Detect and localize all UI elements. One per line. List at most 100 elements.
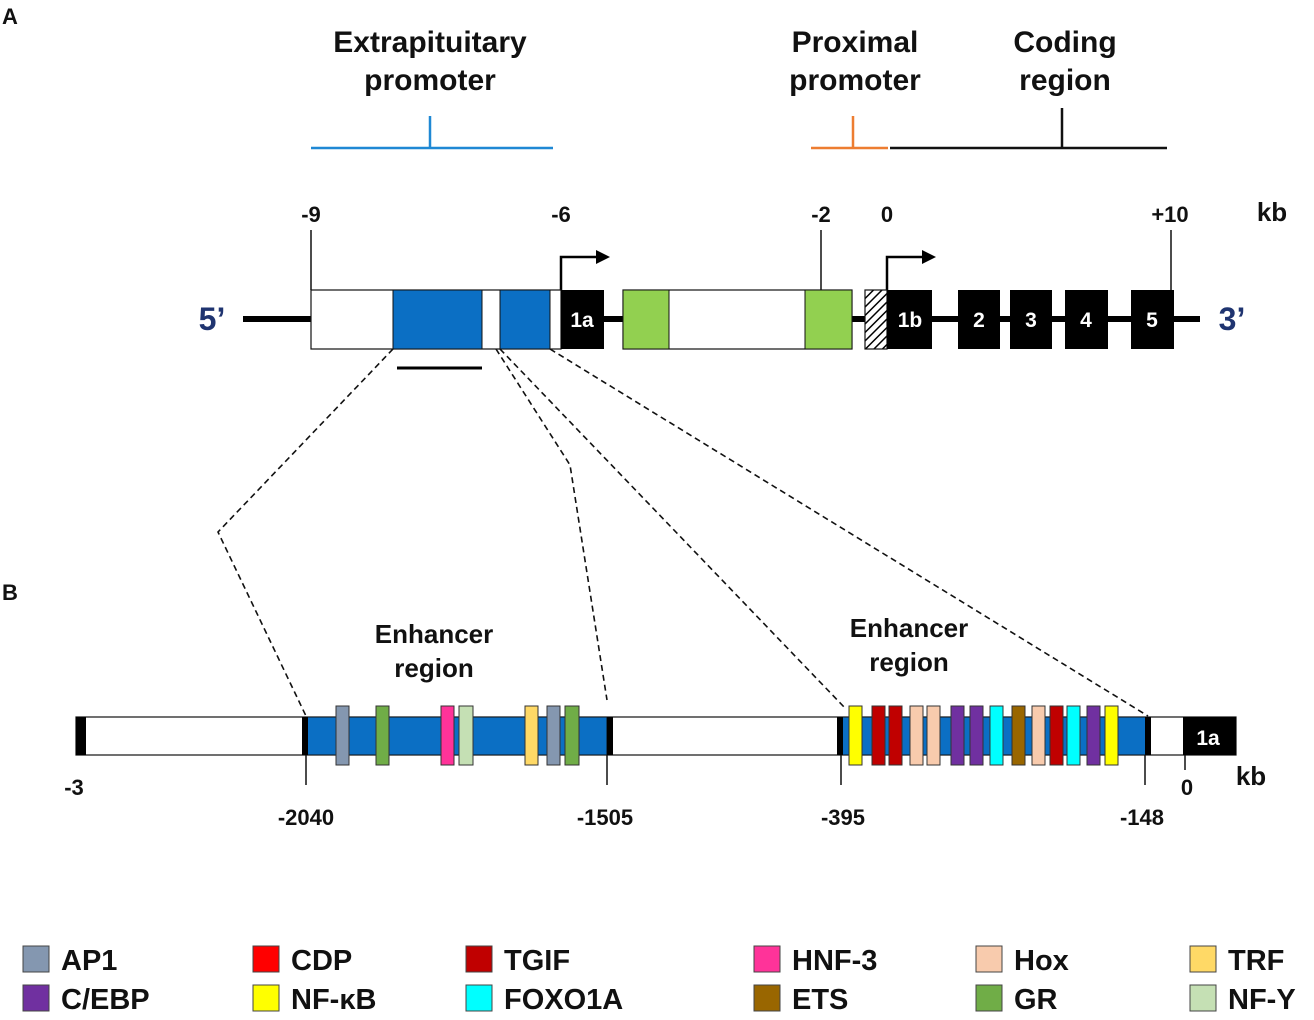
binding-sites-region-2 xyxy=(848,705,1119,766)
panel-b-exon-1a-label: 1a xyxy=(1196,727,1220,750)
proximal-label-line1: Proximal xyxy=(792,26,919,59)
site-gr xyxy=(375,705,390,766)
green-block-1 xyxy=(622,289,670,350)
site-ets xyxy=(1011,705,1026,766)
legend-label-trf: TRF xyxy=(1228,945,1284,977)
site-hnf3 xyxy=(440,705,455,766)
legend-swatch-cebp xyxy=(22,984,50,1012)
legend-label-nfy: NF-Y xyxy=(1228,984,1296,1016)
site-nfkb xyxy=(848,705,863,766)
exon-4-label: 4 xyxy=(1080,309,1092,332)
legend-swatch-tgif xyxy=(465,945,493,973)
coding-bracket xyxy=(890,108,1167,150)
exon-2 xyxy=(958,290,1000,349)
panel-b-letter: B xyxy=(2,580,18,605)
exon-3-label: 3 xyxy=(1025,309,1037,332)
b-tick-minus3: -3 xyxy=(64,775,84,800)
enhancer-region-1-right-edge xyxy=(607,717,613,755)
enhancer-block-1 xyxy=(392,289,483,350)
site-cebp xyxy=(1086,705,1101,766)
green-block-2 xyxy=(804,289,853,350)
panel-b-tick-lines xyxy=(305,755,1186,785)
enhancer-label-1-line1: Enhancer xyxy=(375,619,494,649)
coding-label-line2: region xyxy=(1019,64,1111,97)
exon-2-label: 2 xyxy=(973,309,985,332)
site-nfy xyxy=(458,705,474,766)
exon-1b xyxy=(887,290,932,349)
legend-swatch-hox xyxy=(975,945,1003,973)
site-hox xyxy=(1031,705,1046,766)
legend-label-cebp: C/EBP xyxy=(61,984,150,1016)
legend-label-hox: Hox xyxy=(1014,945,1069,977)
exon-4 xyxy=(1065,290,1108,349)
site-foxo1a xyxy=(1066,705,1081,766)
panel-b-left-cap xyxy=(76,717,86,755)
legend: AP1 CDP TGIF HNF-3 Hox TRF C/EBP NF-κB FOXO1A ETS… xyxy=(22,945,1296,1016)
site-gr xyxy=(564,705,580,766)
tick-label-minus6: -6 xyxy=(551,202,571,227)
five-prime-label: 5’ xyxy=(199,301,226,337)
tss-arrow-1b xyxy=(885,250,936,290)
legend-label-nfb: NF-κB xyxy=(291,984,376,1016)
exon-5 xyxy=(1131,290,1174,349)
legend-label-foxo1a: FOXO1A xyxy=(504,984,623,1016)
legend-swatch-nfb xyxy=(252,984,280,1012)
enhancer-label-2-line2: region xyxy=(869,647,948,677)
legend-swatch-cdp xyxy=(252,945,280,973)
legend-label-cdp: CDP xyxy=(291,945,352,977)
enhancer-label-2-line1: Enhancer xyxy=(850,613,969,643)
site-foxo1a xyxy=(989,705,1004,766)
legend-label-hnf3: HNF-3 xyxy=(792,945,877,977)
legend-label-gr: GR xyxy=(1014,984,1058,1016)
tick-label-minus2: -2 xyxy=(811,202,831,227)
legend-label-ap1: AP1 xyxy=(61,945,117,977)
binding-sites-region-1 xyxy=(335,705,580,766)
site-cebp xyxy=(950,705,965,766)
tick-label-plus10: +10 xyxy=(1151,202,1188,227)
legend-swatch-hnf3 xyxy=(753,945,781,973)
b-tick-minus395: -395 xyxy=(821,805,865,830)
tick-label-zero: 0 xyxy=(881,202,893,227)
b-tick-minus1505: -1505 xyxy=(577,805,633,830)
site-ap1 xyxy=(546,705,561,766)
site-tgif xyxy=(888,705,903,766)
b-tick-zero: 0 xyxy=(1181,775,1193,800)
legend-swatch-ets xyxy=(753,984,781,1012)
site-hox xyxy=(926,705,941,766)
site-cebp xyxy=(969,705,984,766)
legend-swatch-gr xyxy=(975,984,1003,1012)
enhancer-region-2-right-edge xyxy=(1145,717,1151,755)
panel-a-tick-lines xyxy=(310,230,1172,290)
legend-swatch-nfy xyxy=(1189,984,1217,1012)
exon-1a xyxy=(561,290,604,349)
legend-label-tgif: TGIF xyxy=(504,945,570,977)
exon-1b-label: 1b xyxy=(898,309,923,332)
b-tick-minus2040: -2040 xyxy=(278,805,334,830)
panel-b-kb-label: kb xyxy=(1236,761,1266,791)
extrapituitary-label-line1: Extrapituitary xyxy=(333,26,527,59)
exon-5-label: 5 xyxy=(1146,309,1158,332)
site-hox xyxy=(909,705,924,766)
legend-swatch-ap1 xyxy=(22,945,50,973)
site-ap1 xyxy=(335,705,350,766)
extrapituitary-label-line2: promoter xyxy=(364,64,496,97)
site-trf xyxy=(524,705,539,766)
site-tgif xyxy=(871,705,886,766)
enhancer-label-1-line2: region xyxy=(394,653,473,683)
proximal-bracket xyxy=(811,116,888,150)
panel-a-letter: A xyxy=(2,4,18,29)
extrapituitary-bracket xyxy=(311,116,553,150)
three-prime-label: 3’ xyxy=(1219,301,1246,337)
legend-swatch-foxo1a xyxy=(465,984,493,1012)
enhancer-region-1 xyxy=(305,716,608,756)
proximal-label-line2: promoter xyxy=(789,64,921,97)
enhancer-region-1-left-edge xyxy=(302,717,308,755)
legend-swatch-trf xyxy=(1189,945,1217,973)
site-nfkb xyxy=(1104,705,1119,766)
b-tick-minus148: -148 xyxy=(1120,805,1164,830)
panel-b-exon-1a xyxy=(1183,717,1236,755)
legend-label-ets: ETS xyxy=(792,984,848,1016)
site-tgif xyxy=(1049,705,1064,766)
coding-label-line1: Coding xyxy=(1013,26,1116,59)
